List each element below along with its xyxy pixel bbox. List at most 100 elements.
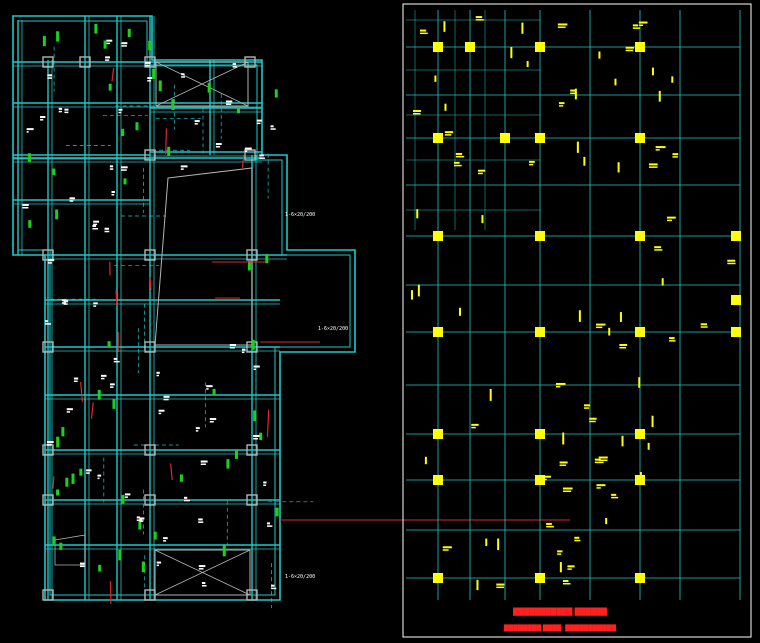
rebar-label xyxy=(64,111,69,114)
stair-void xyxy=(154,549,251,596)
rebar-label xyxy=(73,380,78,383)
beam-label-vertical xyxy=(485,538,488,546)
rebar-label xyxy=(198,521,204,523)
rebar-label xyxy=(195,427,200,430)
rebar-label xyxy=(163,395,170,398)
beam-label xyxy=(496,583,505,586)
rebar-mark xyxy=(207,82,211,93)
rebar-label xyxy=(39,116,46,119)
rebar-mark xyxy=(212,388,216,396)
beam-label xyxy=(567,565,575,568)
column xyxy=(244,149,256,161)
structural-column xyxy=(433,231,443,241)
beam-label-vertical xyxy=(583,156,586,166)
rebar-label xyxy=(61,302,67,304)
rebar-label xyxy=(79,565,85,568)
rebar-mark xyxy=(247,260,251,271)
rebar-label xyxy=(244,150,248,153)
rebar-label xyxy=(225,100,233,103)
rebar-label xyxy=(45,323,51,325)
rebar-label xyxy=(183,496,188,499)
rebar-label xyxy=(100,377,105,380)
rebar-mark xyxy=(123,178,127,185)
rebar-mark xyxy=(237,106,241,114)
callout-label: 1-6×20/200 xyxy=(285,212,315,218)
beam-label xyxy=(442,549,449,551)
rebar-mark xyxy=(127,28,131,38)
structural-column xyxy=(535,475,545,485)
structural-column xyxy=(731,295,741,305)
beam-label xyxy=(558,102,565,105)
beam-label xyxy=(611,493,617,496)
structural-column xyxy=(433,475,443,485)
rebar-mark xyxy=(153,531,157,540)
callout-label: 1-6×20/200 xyxy=(285,574,315,580)
rebar-mark xyxy=(28,220,32,228)
rebar-label xyxy=(259,154,264,157)
beam-label-vertical xyxy=(444,103,447,111)
rebar-label xyxy=(263,484,267,486)
exterior-wall xyxy=(12,15,356,601)
rebar-callout xyxy=(149,277,152,291)
rebar-label xyxy=(201,582,206,585)
rebar-mark xyxy=(61,427,65,437)
rebar-label xyxy=(156,564,159,567)
rebar-label xyxy=(271,587,277,590)
beam-label xyxy=(559,461,568,464)
rebar-label xyxy=(111,190,115,193)
rebar-label xyxy=(47,259,55,262)
beam-label-vertical xyxy=(510,47,513,59)
rebar-mark xyxy=(103,40,107,49)
rebar-mark xyxy=(56,489,60,496)
rebar-label xyxy=(263,481,267,484)
beam-label xyxy=(541,475,551,478)
beam-label xyxy=(496,586,505,589)
beam-label xyxy=(557,553,562,555)
structural-column xyxy=(731,231,741,241)
rebar-label xyxy=(244,147,252,150)
title-block-line-2: ████████ ████: ███████████ xyxy=(503,624,616,632)
beam-label-vertical xyxy=(574,88,577,100)
beam-label-vertical xyxy=(576,141,579,153)
beam-label xyxy=(557,23,568,26)
left-callouts: 1-6×20/200 1-6×20/200 1-6×20/200 xyxy=(285,212,348,580)
beam-label xyxy=(589,417,597,420)
rebar-label xyxy=(163,540,166,542)
beam-label-vertical xyxy=(476,579,479,591)
beam-label xyxy=(541,478,547,481)
column xyxy=(144,444,156,456)
column xyxy=(42,341,54,353)
beam-label-vertical xyxy=(638,377,641,388)
beam-label xyxy=(562,583,571,585)
rebar-label xyxy=(253,368,257,371)
structural-column xyxy=(535,42,545,52)
beam-label xyxy=(471,423,479,426)
column xyxy=(144,494,156,506)
right-beam-plan[interactable]: ███████████ ██████ ████████ ████: ██████… xyxy=(402,3,752,638)
rebar-label xyxy=(58,107,63,110)
beam-label xyxy=(655,149,660,151)
rebar-mark xyxy=(56,436,60,448)
rebar-mark xyxy=(251,339,255,350)
beam-label xyxy=(596,326,603,329)
rebar-label xyxy=(111,193,115,196)
left-floor-plan[interactable] xyxy=(12,15,570,609)
beam-label-vertical xyxy=(621,435,624,447)
rebar-label xyxy=(79,562,85,565)
structural-column xyxy=(731,327,741,337)
rebar-label xyxy=(181,73,185,76)
beam-label xyxy=(667,216,676,219)
rebar-label xyxy=(69,200,74,202)
beam-label xyxy=(444,134,452,136)
rebar-label xyxy=(270,128,276,130)
rebar-mark xyxy=(59,542,63,550)
rebar-mark xyxy=(234,449,238,459)
rebar-label xyxy=(109,386,114,388)
beam-label xyxy=(570,92,577,95)
beam-label xyxy=(727,262,736,265)
rebar-label xyxy=(181,76,186,78)
beam-label xyxy=(562,487,573,490)
beam-label-vertical xyxy=(458,307,461,316)
rebar-label xyxy=(232,66,237,68)
